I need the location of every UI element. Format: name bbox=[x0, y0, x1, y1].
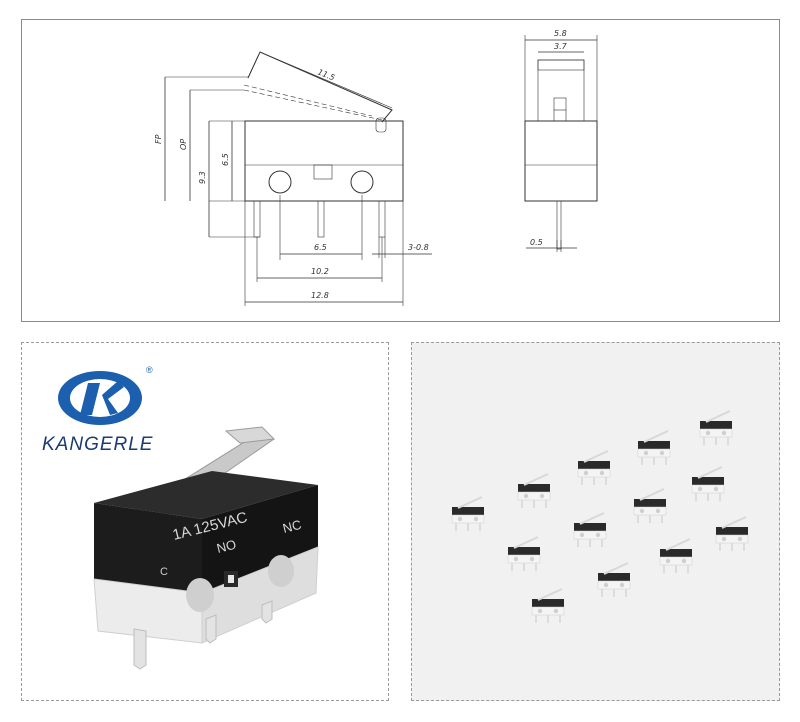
pin-c bbox=[253, 200, 261, 238]
group-switch bbox=[691, 466, 725, 502]
brand-name: KANGERLE bbox=[42, 434, 153, 455]
dim-pin-size: 3-0.8 bbox=[408, 243, 429, 252]
dim-height-9-3: 9.3 bbox=[198, 171, 207, 184]
group-switch bbox=[517, 473, 551, 509]
dim-width-12-8: 12.8 bbox=[311, 291, 329, 300]
product-illustration: ® KANGERLE 1A 125VA bbox=[42, 365, 319, 670]
product-group-illustration bbox=[451, 410, 749, 624]
group-switch bbox=[451, 496, 485, 532]
group-switch bbox=[507, 536, 541, 572]
mount-hole-left bbox=[268, 170, 292, 194]
group-switch bbox=[715, 516, 749, 552]
dim-height-6-5: 6.5 bbox=[221, 153, 230, 166]
registered-mark: ® bbox=[146, 365, 153, 375]
pin-no bbox=[317, 200, 325, 238]
lever-outline bbox=[247, 51, 393, 123]
dim-fp: FP bbox=[154, 134, 163, 144]
technical-drawing: 11.5 FP OP 9.3 6.5 6.5 3-0.8 bbox=[154, 29, 598, 306]
side-body-outline bbox=[524, 120, 598, 202]
technical-drawing-panel: 11.5 FP OP 9.3 6.5 6.5 3-0.8 bbox=[21, 19, 780, 322]
group-switch bbox=[597, 562, 631, 598]
dim-side-width: 5.8 bbox=[554, 29, 567, 38]
group-switch bbox=[633, 488, 667, 524]
group-switch bbox=[577, 450, 611, 486]
group-switch bbox=[531, 588, 565, 624]
mount-hole-right bbox=[350, 170, 374, 194]
side-view: 5.8 3.7 0.5 bbox=[524, 29, 598, 252]
group-switch bbox=[573, 512, 607, 548]
marking-no: NO bbox=[215, 537, 238, 556]
front-view bbox=[243, 51, 404, 238]
brand-logo: ® bbox=[58, 365, 153, 425]
side-pin bbox=[556, 200, 562, 250]
marking-nc: NC bbox=[281, 517, 303, 536]
dim-width-10-2: 10.2 bbox=[311, 267, 329, 276]
microswitch-photo bbox=[93, 426, 319, 670]
product-photo-panel: ® KANGERLE 1A 125VA bbox=[21, 342, 389, 701]
product-group-photo-panel bbox=[411, 342, 780, 701]
group-switch bbox=[699, 410, 733, 446]
front-dimensions: 11.5 FP OP 9.3 6.5 6.5 3-0.8 bbox=[154, 51, 432, 306]
dim-side-inner: 3.7 bbox=[554, 42, 568, 51]
marking-c: C bbox=[160, 566, 168, 578]
switch-group bbox=[451, 410, 749, 624]
group-switch bbox=[637, 430, 671, 466]
dim-side-pin: 0.5 bbox=[530, 238, 543, 247]
switch-body-outline bbox=[244, 120, 404, 202]
dim-pitch: 6.5 bbox=[314, 243, 327, 252]
group-switch bbox=[659, 538, 693, 574]
dim-op: OP bbox=[179, 139, 188, 150]
pin-nc bbox=[378, 200, 386, 238]
